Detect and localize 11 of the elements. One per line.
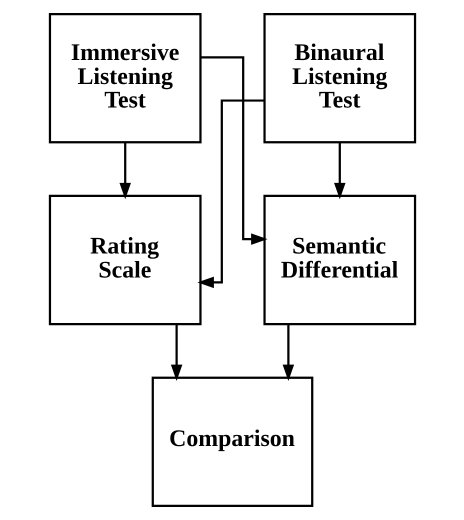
node-box: Binaural Listening Test (262, 13, 416, 144)
node-box: Immersive Listening Test (48, 13, 202, 144)
arrow (334, 142, 346, 200)
arrow (170, 324, 182, 382)
node-box: Comparison (151, 376, 313, 507)
node-box: Rating Scale (48, 194, 202, 326)
arrow (200, 56, 268, 245)
arrow (196, 99, 264, 288)
node-box: Semantic Differential (262, 194, 416, 326)
arrow (282, 324, 294, 382)
arrow (118, 142, 130, 200)
